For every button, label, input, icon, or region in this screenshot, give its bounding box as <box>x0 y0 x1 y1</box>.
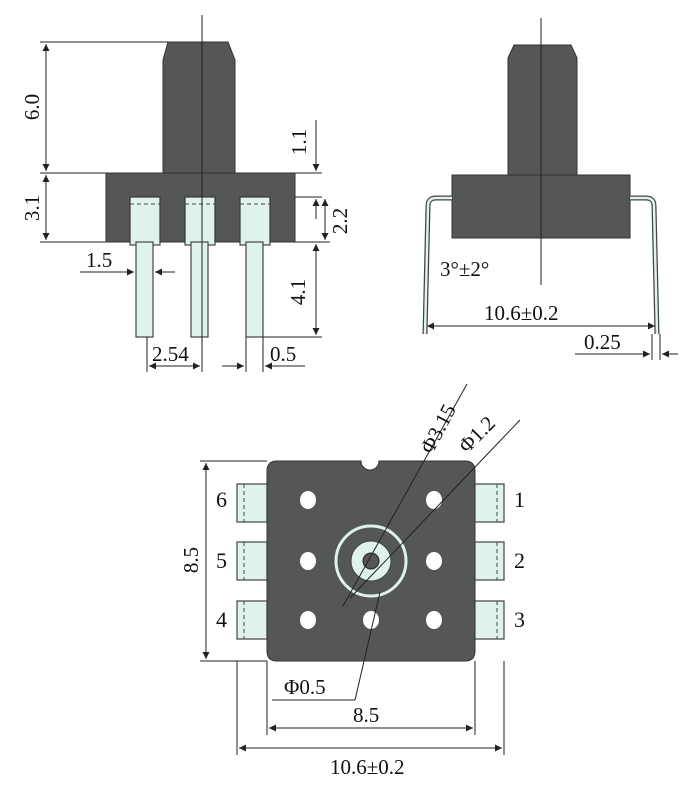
dim-stem-height: 6.0 <box>20 94 44 120</box>
hole <box>426 491 442 509</box>
front-view: 6.0 3.1 1.1 2.2 4.1 1.5 2.54 0.5 <box>20 15 352 372</box>
pin-center <box>190 241 209 338</box>
side-stem <box>507 44 578 176</box>
dim-step: 1.1 <box>287 129 311 155</box>
pin-right <box>245 241 264 338</box>
sensor-body <box>105 172 296 243</box>
dim-lead-thickness: 0.25 <box>584 330 621 354</box>
dim-height: 8.5 <box>179 547 203 573</box>
hole <box>300 552 316 570</box>
pressure-port-stem <box>162 41 236 174</box>
pressure-port-hole <box>362 552 380 570</box>
lead-4 <box>236 600 268 640</box>
pin-number-6: 6 <box>216 487 227 512</box>
pin-number-3: 3 <box>514 607 525 632</box>
dim-width: 8.5 <box>353 703 379 727</box>
pin-number-5: 5 <box>216 548 227 573</box>
dim-pin-length: 4.1 <box>286 279 310 305</box>
pin-number-1: 1 <box>514 487 525 512</box>
hole <box>300 611 316 629</box>
lead-5 <box>236 541 268 581</box>
lead-1 <box>473 483 505 523</box>
pin-number-4: 4 <box>216 607 227 632</box>
top-view: Φ3.15 Φ1.2 Φ0.5 1 2 3 4 5 6 8.5 8.5 10.6… <box>179 383 525 779</box>
side-view: 3°±2° 10.6±0.2 0.25 <box>422 18 678 360</box>
pin-left <box>135 241 154 338</box>
pin-number-2: 2 <box>514 548 525 573</box>
hole <box>426 611 442 629</box>
hole <box>363 611 379 629</box>
hole <box>426 552 442 570</box>
dim-lead-angle: 3°±2° <box>440 257 489 281</box>
lead-3 <box>473 600 505 640</box>
lead-6 <box>236 483 268 523</box>
dim-pin-inset: 2.2 <box>328 208 352 234</box>
dim-overall-width: 10.6±0.2 <box>330 755 405 779</box>
lead-2 <box>473 541 505 581</box>
dim-lead-span: 10.6±0.2 <box>484 301 559 325</box>
dim-port-inner: Φ1.2 <box>454 411 500 457</box>
dim-pin-width-top: 1.5 <box>86 248 112 272</box>
dim-port-outer: Φ3.15 <box>415 400 461 457</box>
dim-pin-width: 0.5 <box>270 342 296 366</box>
dim-body-height: 3.1 <box>20 195 44 221</box>
pin-center-upper <box>184 196 216 246</box>
hole <box>300 491 316 509</box>
dim-pitch: 2.54 <box>152 342 189 366</box>
dim-hole: Φ0.5 <box>284 675 326 699</box>
